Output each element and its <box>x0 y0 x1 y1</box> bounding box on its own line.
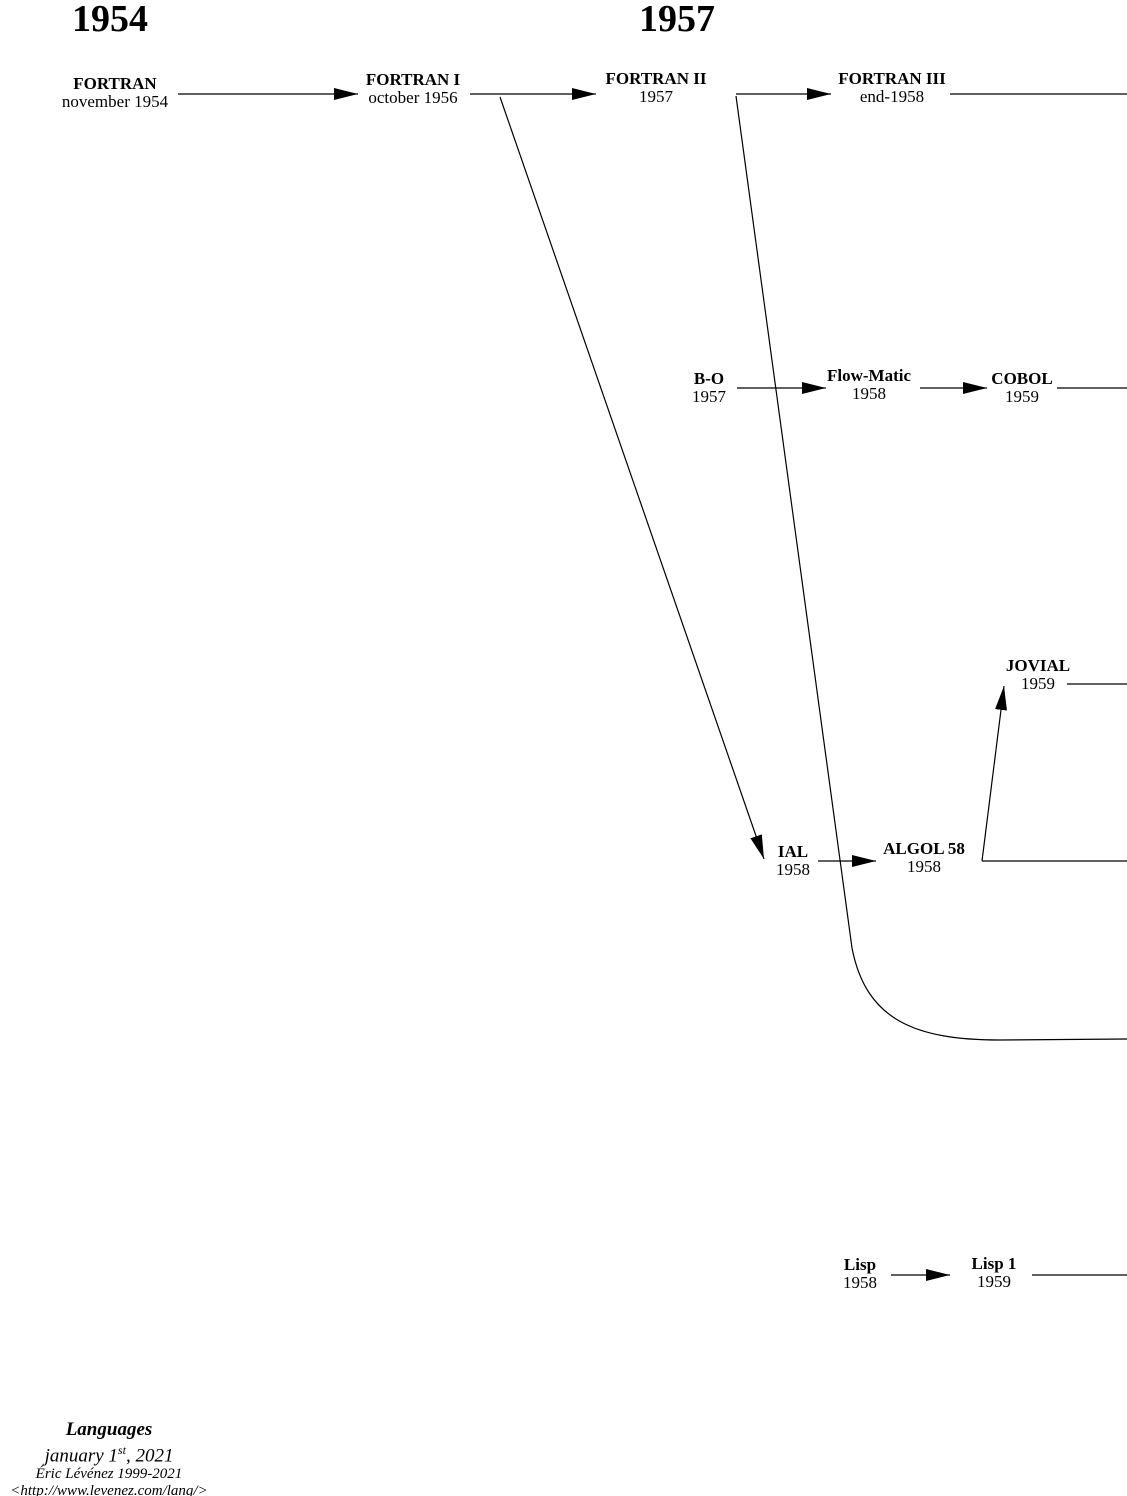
node-date: 1959 <box>1005 387 1039 406</box>
node-fortran: FORTRAN november 1954 <box>62 75 168 111</box>
footer-date-year: , 2021 <box>125 1445 174 1467</box>
node-algol-58: ALGOL 58 1958 <box>883 840 965 876</box>
node-lisp: Lisp 1958 <box>843 1256 877 1292</box>
node-name: Lisp 1 <box>971 1254 1017 1273</box>
node-name: FORTRAN III <box>838 69 946 88</box>
node-cobol: COBOL 1959 <box>991 370 1052 406</box>
node-name: Flow-Matic <box>826 366 912 385</box>
node-date: 1957 <box>639 87 673 106</box>
node-ial: IAL 1958 <box>776 843 810 879</box>
node-name: B-O <box>693 369 725 388</box>
node-date: 1958 <box>776 860 810 879</box>
node-name: FORTRAN <box>73 74 157 93</box>
node-flow-matic: Flow-Matic 1958 <box>827 367 911 403</box>
node-date: 1958 <box>907 857 941 876</box>
node-date: 1959 <box>976 1272 1011 1291</box>
node-date: 1959 <box>1020 674 1055 693</box>
year-header-1957: 1957 <box>639 0 715 40</box>
node-date: 1958 <box>852 384 886 403</box>
node-fortran-iii: FORTRAN III end-1958 <box>838 70 946 106</box>
footer-date-sup: st <box>117 1443 126 1457</box>
node-date: october 1956 <box>368 88 458 107</box>
node-name: IAL <box>777 842 809 861</box>
node-jovial: JOVIAL 1959 <box>1006 657 1070 693</box>
node-name: FORTRAN I <box>365 70 461 89</box>
year-header-1954: 1954 <box>72 0 148 40</box>
node-date: end-1958 <box>859 87 925 106</box>
link-fortran1-ial <box>499 96 765 860</box>
node-fortran-ii: FORTRAN II 1957 <box>606 70 707 106</box>
node-name: COBOL <box>991 369 1053 388</box>
node-fortran-i: FORTRAN I october 1956 <box>366 71 460 107</box>
node-name: JOVIAL <box>1005 656 1071 675</box>
link-fortran2-lisp-branch <box>735 95 1127 1041</box>
link-algol58-jovial <box>981 685 1007 862</box>
node-lisp-1: Lisp 1 1959 <box>972 1255 1017 1291</box>
node-b-o: B-O 1957 <box>692 370 726 406</box>
footer-author: Éric Lévénez 1999-2021 <box>35 1466 183 1483</box>
footer-date: january 1st, 2021 <box>0 1440 218 1466</box>
node-name: ALGOL 58 <box>883 839 965 858</box>
node-name: FORTRAN II <box>605 69 707 88</box>
node-date: november 1954 <box>61 92 169 111</box>
node-name: Lisp <box>843 1255 877 1274</box>
credit-footer: Languages january 1st, 2021 Éric Lévénez… <box>0 1420 218 1496</box>
footer-title: Languages <box>65 1419 153 1440</box>
footer-url: <http://www.levenez.com/lang/> <box>10 1483 208 1496</box>
node-date: 1958 <box>843 1273 877 1292</box>
footer-date-main: january 1 <box>44 1445 118 1467</box>
node-date: 1957 <box>692 387 726 406</box>
